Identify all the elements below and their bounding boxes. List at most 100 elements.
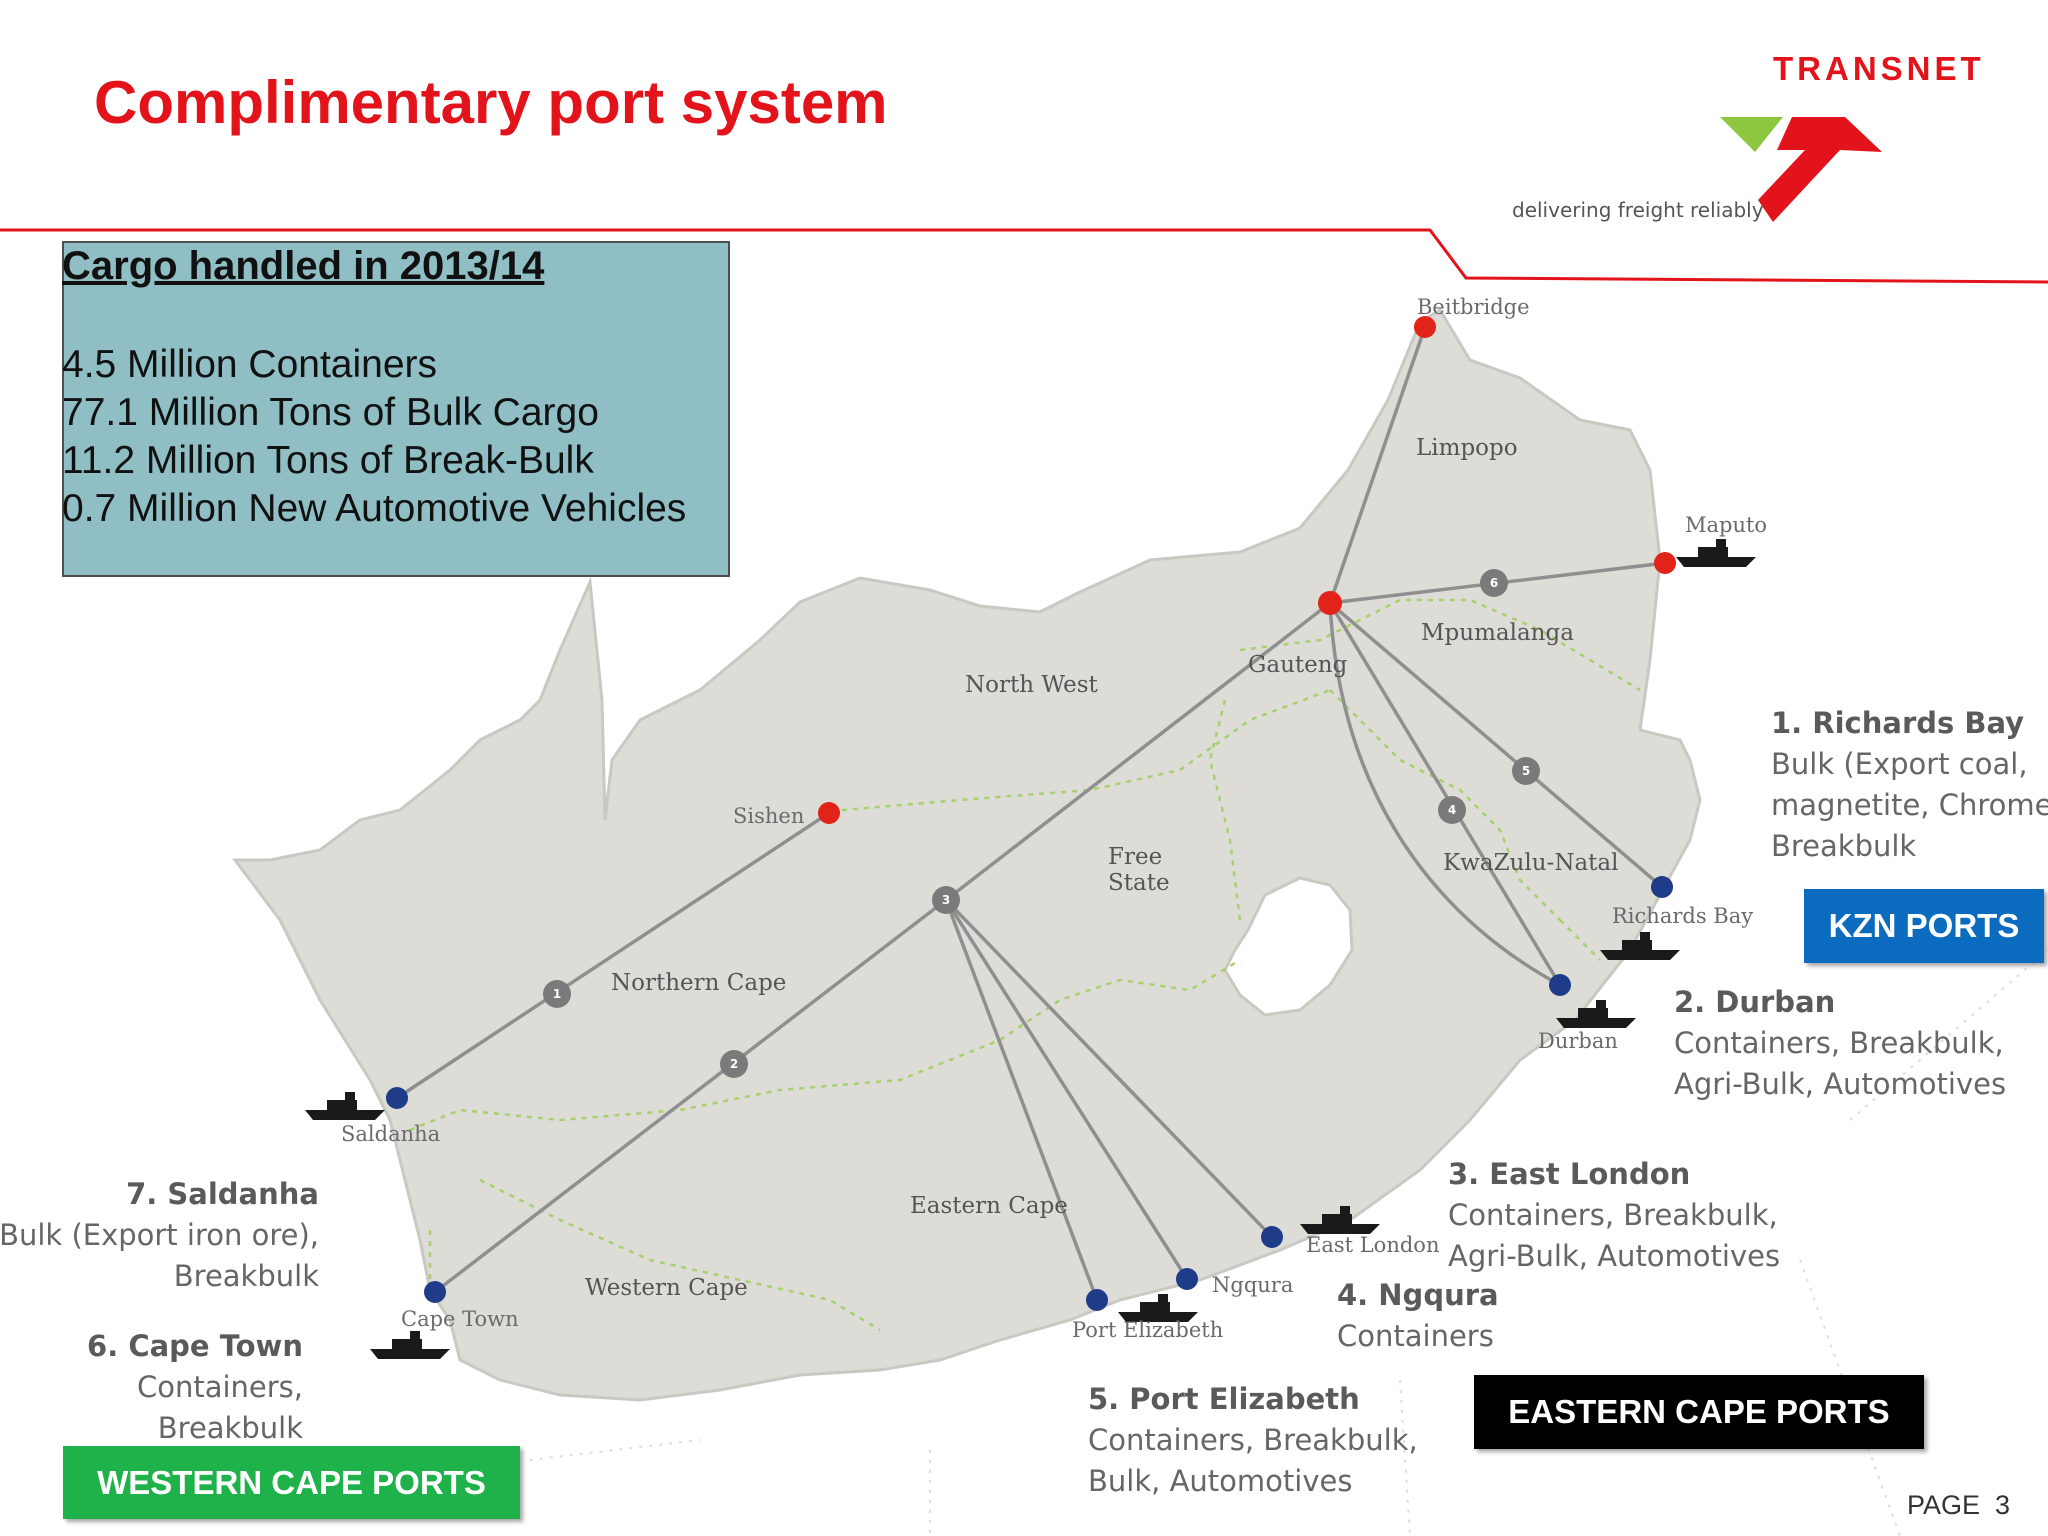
corridor-marker-4: 4 xyxy=(1438,796,1466,824)
port-detail: magnetite, Chrome) xyxy=(1771,788,2048,822)
region-limpopo: Limpopo xyxy=(1416,435,1518,461)
durban-node xyxy=(1549,974,1571,996)
port-detail: Bulk, Automotives xyxy=(1088,1464,1353,1498)
ngqura-node xyxy=(1176,1268,1198,1290)
corridor-gauteng-durban xyxy=(1328,601,1562,987)
region-north-west: North West xyxy=(965,672,1099,698)
region-eastern-cape: Eastern Cape xyxy=(910,1193,1068,1219)
gauteng-node xyxy=(1318,591,1342,615)
region-western-cape: Western Cape xyxy=(585,1275,748,1301)
svg-text:6: 6 xyxy=(1490,576,1498,590)
port-detail: Agri-Bulk, Automotives xyxy=(1674,1067,2007,1101)
ship-icon-east-london xyxy=(1300,1206,1380,1234)
svg-text:1: 1 xyxy=(553,987,561,1001)
port-name: 4. Ngqura xyxy=(1337,1278,1499,1312)
corridor-gauteng-richards-bay xyxy=(1328,601,1664,889)
corridor-gauteng-durban-pipeline xyxy=(1328,601,1562,987)
ship-icon-durban xyxy=(1556,1000,1636,1028)
eastern-cape-ports-button[interactable]: EASTERN CAPE PORTS xyxy=(1474,1375,1924,1449)
corridor-marker-1: 1 xyxy=(543,980,571,1008)
page-number: PAGE 3 xyxy=(1907,1490,2011,1520)
kzn-ports-button[interactable]: KZN PORTS xyxy=(1804,889,2044,963)
corridor-cape-town xyxy=(433,898,948,1294)
port-detail: Containers, Breakbulk, xyxy=(1088,1423,1418,1457)
region-kwazulu-natal: KwaZulu-Natal xyxy=(1443,850,1618,876)
corridor-port-elizabeth xyxy=(944,898,1099,1302)
port-detail: Containers xyxy=(1337,1319,1494,1353)
east-london-node xyxy=(1261,1226,1283,1248)
port-info-cape-town: 6. Cape Town Containers, Breakbulk xyxy=(87,1326,303,1449)
port-detail: Breakbulk xyxy=(1771,829,1917,863)
stat-line-vehicles: 0.7 Million New Automotive Vehicles xyxy=(62,487,687,530)
place-port-elizabeth: Port Elizabeth xyxy=(1072,1318,1223,1342)
cargo-stats-heading: Cargo handled in 2013/14 xyxy=(62,244,545,288)
svg-text:3: 3 xyxy=(942,893,950,907)
port-info-richards-bay: 1. Richards Bay Bulk (Export coal, magne… xyxy=(1771,703,2048,867)
port-nodes xyxy=(386,876,1673,1311)
place-durban: Durban xyxy=(1538,1029,1618,1053)
svg-text:2: 2 xyxy=(730,1057,738,1071)
svg-text:4: 4 xyxy=(1448,803,1456,817)
rail-corridors xyxy=(395,325,1667,1302)
ship-icon-port-elizabeth xyxy=(1118,1294,1198,1322)
corridor-marker-2: 2 xyxy=(720,1050,748,1078)
port-name: 1. Richards Bay xyxy=(1771,706,2025,740)
place-beitbridge: Beitbridge xyxy=(1417,295,1530,319)
port-info-saldanha: 7. Saldanha Bulk (Export iron ore), Brea… xyxy=(0,1174,319,1297)
port-info-port-elizabeth: 5. Port Elizabeth Containers, Breakbulk,… xyxy=(1088,1379,1418,1502)
place-cape-town: Cape Town xyxy=(401,1307,519,1331)
corridor-sishen-saldanha xyxy=(395,811,831,1100)
place-sishen: Sishen xyxy=(733,804,804,828)
port-name: 3. East London xyxy=(1448,1157,1691,1191)
corridor-gauteng-beitbridge xyxy=(1328,325,1427,605)
region-labels: Limpopo Mpumalanga Gauteng North West Fr… xyxy=(585,435,1618,1301)
region-mpumalanga: Mpumalanga xyxy=(1421,620,1574,646)
slide-title: Complimentary port system xyxy=(94,69,888,136)
port-detail: Containers, xyxy=(136,1370,303,1404)
cape-town-node xyxy=(424,1281,446,1303)
corridor-markers: 1 2 3 4 5 6 xyxy=(543,569,1540,1078)
ship-icon-maputo xyxy=(1676,539,1756,567)
port-detail: Agri-Bulk, Automotives xyxy=(1448,1239,1781,1273)
inland-nodes xyxy=(818,316,1676,824)
port-detail: Breakbulk xyxy=(157,1411,303,1445)
logo-tagline: delivering freight reliably xyxy=(1512,198,1764,222)
corridor-ngqura xyxy=(944,898,1189,1281)
transnet-logo-wordmark: TRANSNET xyxy=(1773,50,1985,87)
port-detail: Containers, Breakbulk, xyxy=(1674,1026,2004,1060)
corridor-marker-3: 3 xyxy=(932,886,960,914)
port-detail: Containers, Breakbulk, xyxy=(1448,1198,1778,1232)
corridor-marker-6: 6 xyxy=(1480,569,1508,597)
place-richards-bay: Richards Bay xyxy=(1612,904,1753,928)
western-cape-ports-button[interactable]: WESTERN CAPE PORTS xyxy=(63,1446,520,1519)
sishen-node xyxy=(818,802,840,824)
stat-line-break-bulk: 11.2 Million Tons of Break-Bulk xyxy=(62,439,594,482)
ship-icon-richards-bay xyxy=(1600,932,1680,960)
richards-bay-node xyxy=(1651,876,1673,898)
corridor-east-london xyxy=(944,898,1274,1239)
corridor-marker-5: 5 xyxy=(1512,757,1540,785)
place-east-london: East London xyxy=(1306,1233,1439,1257)
svg-text:5: 5 xyxy=(1522,764,1530,778)
maputo-node xyxy=(1654,552,1676,574)
place-ngqura: Ngqura xyxy=(1212,1273,1293,1297)
ship-icon-saldanha xyxy=(305,1092,385,1120)
stat-line-containers: 4.5 Million Containers xyxy=(62,343,438,386)
port-info-east-london: 3. East London Containers, Breakbulk, Ag… xyxy=(1448,1154,1780,1277)
header-divider xyxy=(0,228,2048,284)
beitbridge-node xyxy=(1414,316,1436,338)
place-maputo: Maputo xyxy=(1685,513,1767,537)
cargo-stats-box xyxy=(62,241,730,577)
stat-line-bulk: 77.1 Million Tons of Bulk Cargo xyxy=(62,391,599,434)
ship-icon-cape-town xyxy=(370,1331,450,1359)
place-saldanha: Saldanha xyxy=(341,1122,440,1146)
port-detail: Breakbulk xyxy=(173,1259,319,1293)
region-northern-cape: Northern Cape xyxy=(611,970,786,996)
ship-icons xyxy=(305,539,1756,1359)
corridor-gauteng-free-state xyxy=(944,601,1332,902)
region-free-state-2: State xyxy=(1108,870,1170,896)
transnet-logo-icon xyxy=(1720,117,1882,222)
south-africa-landmass xyxy=(232,307,1702,1402)
port-elizabeth-node xyxy=(1086,1289,1108,1311)
